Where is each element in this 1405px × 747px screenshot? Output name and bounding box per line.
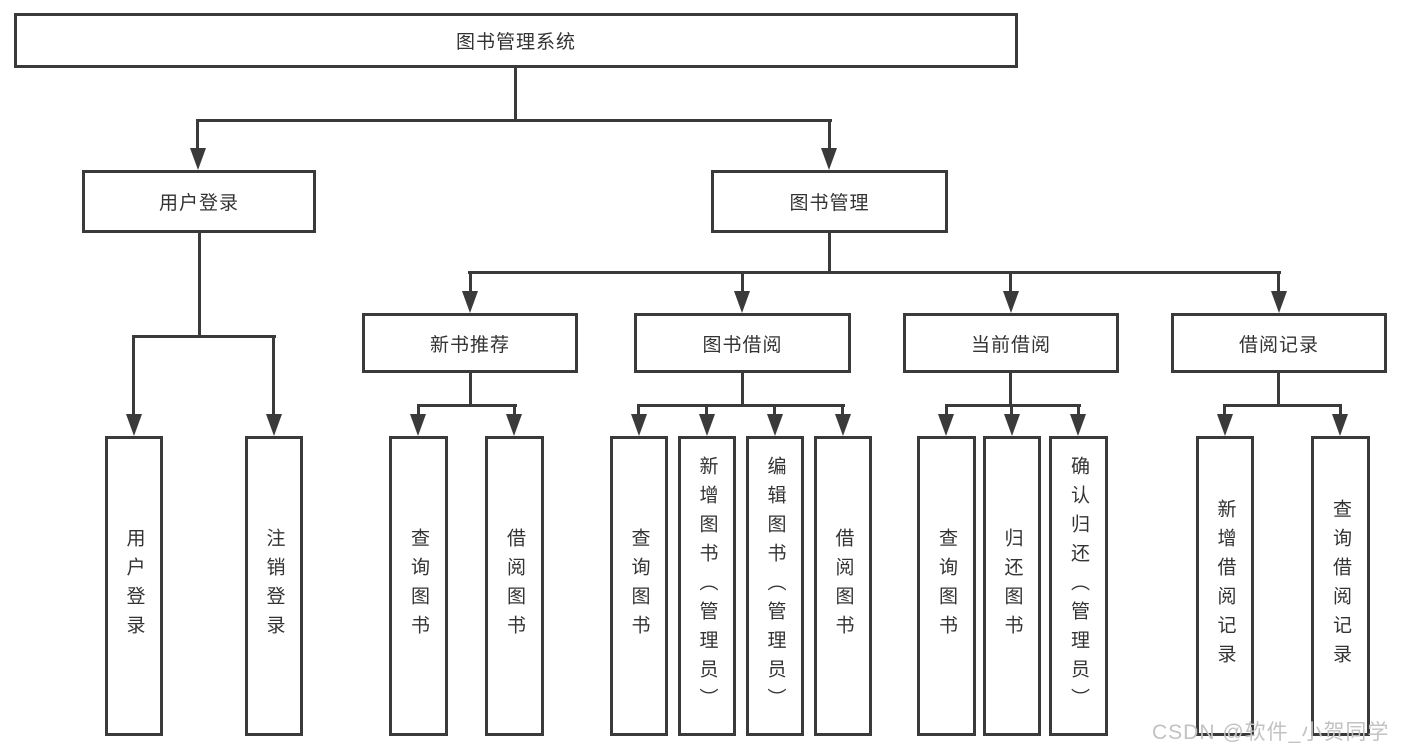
connector-drop-current [1009,271,1012,295]
arrow-cb-confirm [1070,414,1086,436]
connector-root-stem [514,68,517,121]
connector-drop-user-login [196,119,199,150]
connector-drop-bb-borrow [841,404,844,418]
node-borrow-records: 借阅记录 [1171,313,1387,373]
connector-drop-bb-edit [773,404,776,418]
arrow-book-mgmt [821,148,837,170]
connector-user-login-bar [132,335,276,338]
connector-drop-book-mgmt [828,119,831,150]
leaf-bb-edit-books-admin: 编辑图书（管理员） [746,436,804,736]
arrow-bb-edit [767,414,783,436]
leaf-cb-return-books: 归还图书 [983,436,1041,736]
connector-drop-br-query [1339,404,1342,418]
connector-user-login-stem [198,233,201,337]
node-library-system: 图书管理系统 [14,13,1018,68]
arrow-cb-query [938,414,954,436]
csdn-watermark: CSDN @软件_小贺同学 [1152,721,1390,744]
arrow-br-add [1217,414,1233,436]
leaf-br-add-record: 新增借阅记录 [1196,436,1254,736]
arrow-bb-query [631,414,647,436]
leaf-bb-query-books: 查询图书 [610,436,668,736]
connector-new-book-stem [469,373,472,406]
connector-drop-cb-confirm [1077,404,1080,418]
arrow-leaf-login [126,414,142,436]
leaf-user-login: 用户登录 [105,436,163,736]
arrow-cb-return [1004,414,1020,436]
connector-drop-cb-query [945,404,948,418]
arrow-br-query [1332,414,1348,436]
leaf-nb-query-books: 查询图书 [389,436,448,736]
leaf-cb-confirm-return-admin: 确认归还（管理员） [1049,436,1108,736]
arrow-new-book [462,291,478,313]
node-new-book-rec: 新书推荐 [362,313,578,373]
leaf-nb-borrow-books: 借阅图书 [485,436,544,736]
leaf-cb-query-books: 查询图书 [917,436,976,736]
node-user-login: 用户登录 [82,170,316,233]
connector-root-bar [196,119,832,122]
connector-book-mgmt-stem [828,233,831,273]
connector-borrow-bar [637,404,845,407]
arrow-leaf-logout [266,414,282,436]
leaf-logout: 注销登录 [245,436,303,736]
connector-current-bar [945,404,1081,407]
arrow-nb-borrow [506,414,522,436]
connector-book-mgmt-bar [468,271,1281,274]
leaf-bb-add-books-admin: 新增图书（管理员） [678,436,736,736]
connector-drop-leaf-logout [272,335,275,417]
connector-drop-bb-add [705,404,708,418]
arrow-user-login [190,148,206,170]
connector-records-stem [1277,373,1280,406]
connector-borrow-stem [741,373,744,406]
connector-drop-leaf-login [132,335,135,417]
connector-drop-records [1277,271,1280,295]
leaf-br-query-record: 查询借阅记录 [1311,436,1370,736]
connector-new-book-bar [417,404,517,407]
arrow-current [1003,291,1019,313]
arrow-nb-query [410,414,426,436]
connector-drop-bb-query [637,404,640,418]
connector-drop-cb-return [1010,404,1013,418]
connector-drop-br-add [1223,404,1226,418]
node-book-mgmt: 图书管理 [711,170,948,233]
connector-records-bar [1223,404,1342,407]
connector-current-stem [1009,373,1012,406]
arrow-records [1271,291,1287,313]
leaf-bb-borrow-books: 借阅图书 [814,436,872,736]
arrow-bb-add [699,414,715,436]
arrow-borrow [734,291,750,313]
connector-drop-nb-query [417,404,420,418]
arrow-bb-borrow [835,414,851,436]
node-current-borrow: 当前借阅 [903,313,1119,373]
connector-drop-nb-borrow [513,404,516,418]
connector-drop-new-book [469,271,472,295]
node-book-borrow: 图书借阅 [634,313,851,373]
connector-drop-borrow [741,271,744,295]
